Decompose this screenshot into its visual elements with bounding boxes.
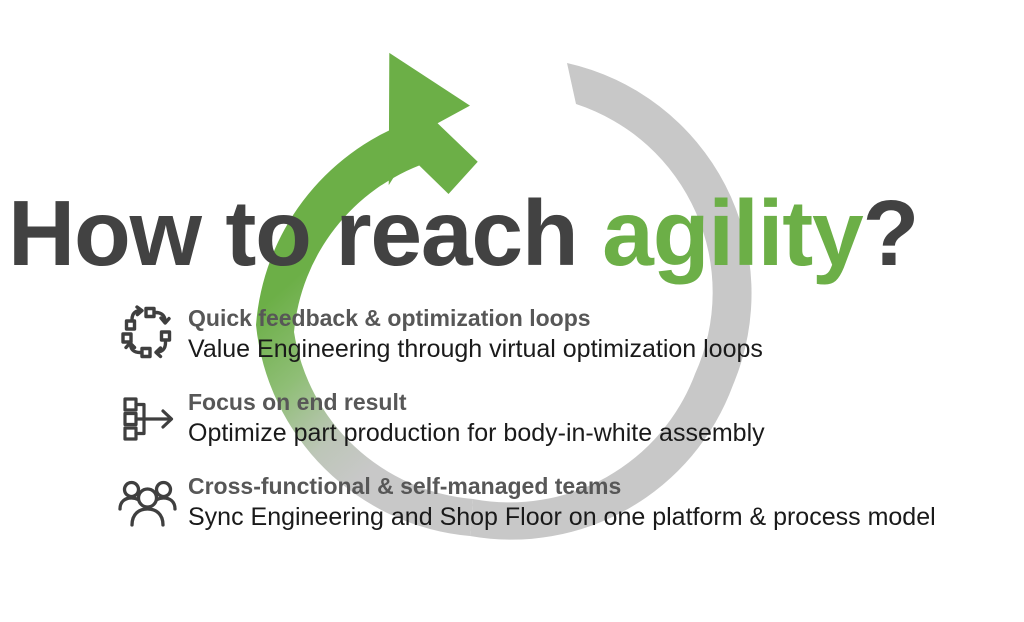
team-group-icon — [118, 472, 178, 534]
title-question-mark: ? — [862, 181, 920, 285]
bullet-subtext: Value Engineering through virtual optimi… — [188, 335, 763, 363]
bullet-heading: Focus on end result — [188, 389, 407, 415]
bullet-item-cross-functional-teams: Cross-functional & self-managed teams Sy… — [118, 470, 1018, 534]
bullet-subtext: Sync Engineering and Shop Floor on one p… — [188, 503, 936, 531]
bullet-heading: Cross-functional & self-managed teams — [188, 473, 622, 499]
loop-cycle-icon — [118, 304, 178, 366]
bullet-item-quick-feedback: Quick feedback & optimization loops Valu… — [118, 302, 1018, 366]
bullet-item-focus-end-result: Focus on end result Optimize part produc… — [118, 386, 1018, 450]
bullet-list: Quick feedback & optimization loops Valu… — [118, 302, 1018, 534]
converge-arrow-icon — [118, 388, 178, 450]
bullet-subtext: Optimize part production for body-in-whi… — [188, 419, 765, 447]
title-text-accent: agility — [602, 181, 864, 285]
title-text-main: How to reach — [8, 181, 603, 285]
page-title: How to reach agility? — [8, 181, 1024, 285]
bullet-heading: Quick feedback & optimization loops — [188, 305, 591, 331]
